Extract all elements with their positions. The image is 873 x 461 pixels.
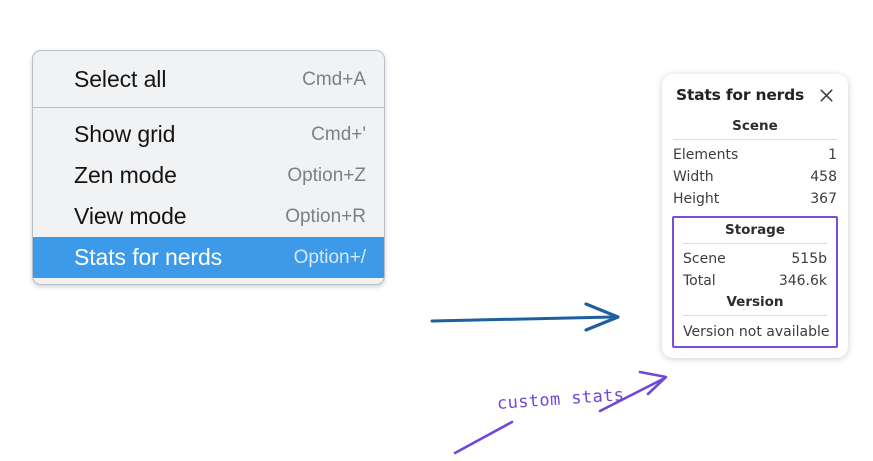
menu-item-select-all[interactable]: Select all Cmd+A <box>33 59 384 100</box>
menu-item-shortcut: Option+/ <box>293 246 366 268</box>
menu-item-show-grid[interactable]: Show grid Cmd+' <box>33 114 384 155</box>
stat-key: Elements <box>673 147 739 163</box>
menu-item-label: Stats for nerds <box>74 244 223 270</box>
stats-group-title: Scene <box>732 118 778 134</box>
menu-item-label: Show grid <box>74 121 176 147</box>
custom-stats-caption: custom stats <box>496 385 626 414</box>
menu-item-zen-mode[interactable]: Zen mode Option+Z <box>33 155 384 196</box>
menu-section-2: Show grid Cmd+' Zen mode Option+Z View m… <box>33 108 384 284</box>
stats-panel-title: Stats for nerds <box>676 86 805 104</box>
stat-key: Width <box>673 169 714 186</box>
stat-key: Total <box>683 273 716 290</box>
stat-row: Elements 1 <box>672 144 838 166</box>
blue-arrow-icon <box>430 302 620 332</box>
stats-group-rule <box>683 243 827 245</box>
menu-item-stats-for-nerds[interactable]: Stats for nerds Option+/ <box>33 237 384 278</box>
stat-value: 346.6k <box>778 273 827 290</box>
stat-value: 458 <box>810 169 837 186</box>
stat-key: Height <box>673 191 720 208</box>
menu-divider <box>33 107 384 108</box>
menu-item-view-mode[interactable]: View mode Option+R <box>33 196 384 237</box>
custom-stats-highlight-box: Storage Scene 515b Total 346.6k Version … <box>672 216 838 349</box>
stats-group-title: Version <box>726 294 784 311</box>
stat-row: Height 367 <box>672 188 838 210</box>
stats-group-rule <box>673 139 837 140</box>
close-icon[interactable] <box>817 86 835 104</box>
stats-group-scene: Scene Elements 1 Width 458 Height 367 <box>662 115 848 210</box>
stats-for-nerds-panel: Stats for nerds Scene Elements 1 Width 4… <box>662 74 848 359</box>
stats-custom-region: Storage Scene 515b Total 346.6k Version … <box>662 216 848 349</box>
stats-group-rule <box>683 315 827 317</box>
menu-item-label: View mode <box>74 203 187 229</box>
stats-group-title: Storage <box>724 222 786 239</box>
menu-item-label: Zen mode <box>74 162 177 188</box>
purple-underline-stroke <box>453 420 514 455</box>
menu-item-shortcut: Cmd+' <box>311 123 366 145</box>
stat-row: Scene 515b <box>682 248 828 270</box>
menu-item-shortcut: Cmd+A <box>302 68 366 90</box>
stat-value: 367 <box>810 191 837 208</box>
context-menu[interactable]: Select all Cmd+A Show grid Cmd+' Zen mod… <box>32 50 385 285</box>
menu-item-label: Select all <box>74 66 167 92</box>
menu-item-shortcut: Option+Z <box>287 164 366 186</box>
stat-value: 1 <box>828 147 837 163</box>
stat-key: Scene <box>683 251 726 268</box>
stat-value: 515b <box>791 251 827 268</box>
menu-section-1: Select all Cmd+A <box>33 51 384 107</box>
stat-row: Total 346.6k <box>682 270 828 292</box>
stat-row: Width 458 <box>672 166 838 188</box>
version-note: Version not available <box>683 324 830 341</box>
menu-item-shortcut: Option+R <box>285 205 366 227</box>
stats-panel-header: Stats for nerds <box>662 86 848 104</box>
